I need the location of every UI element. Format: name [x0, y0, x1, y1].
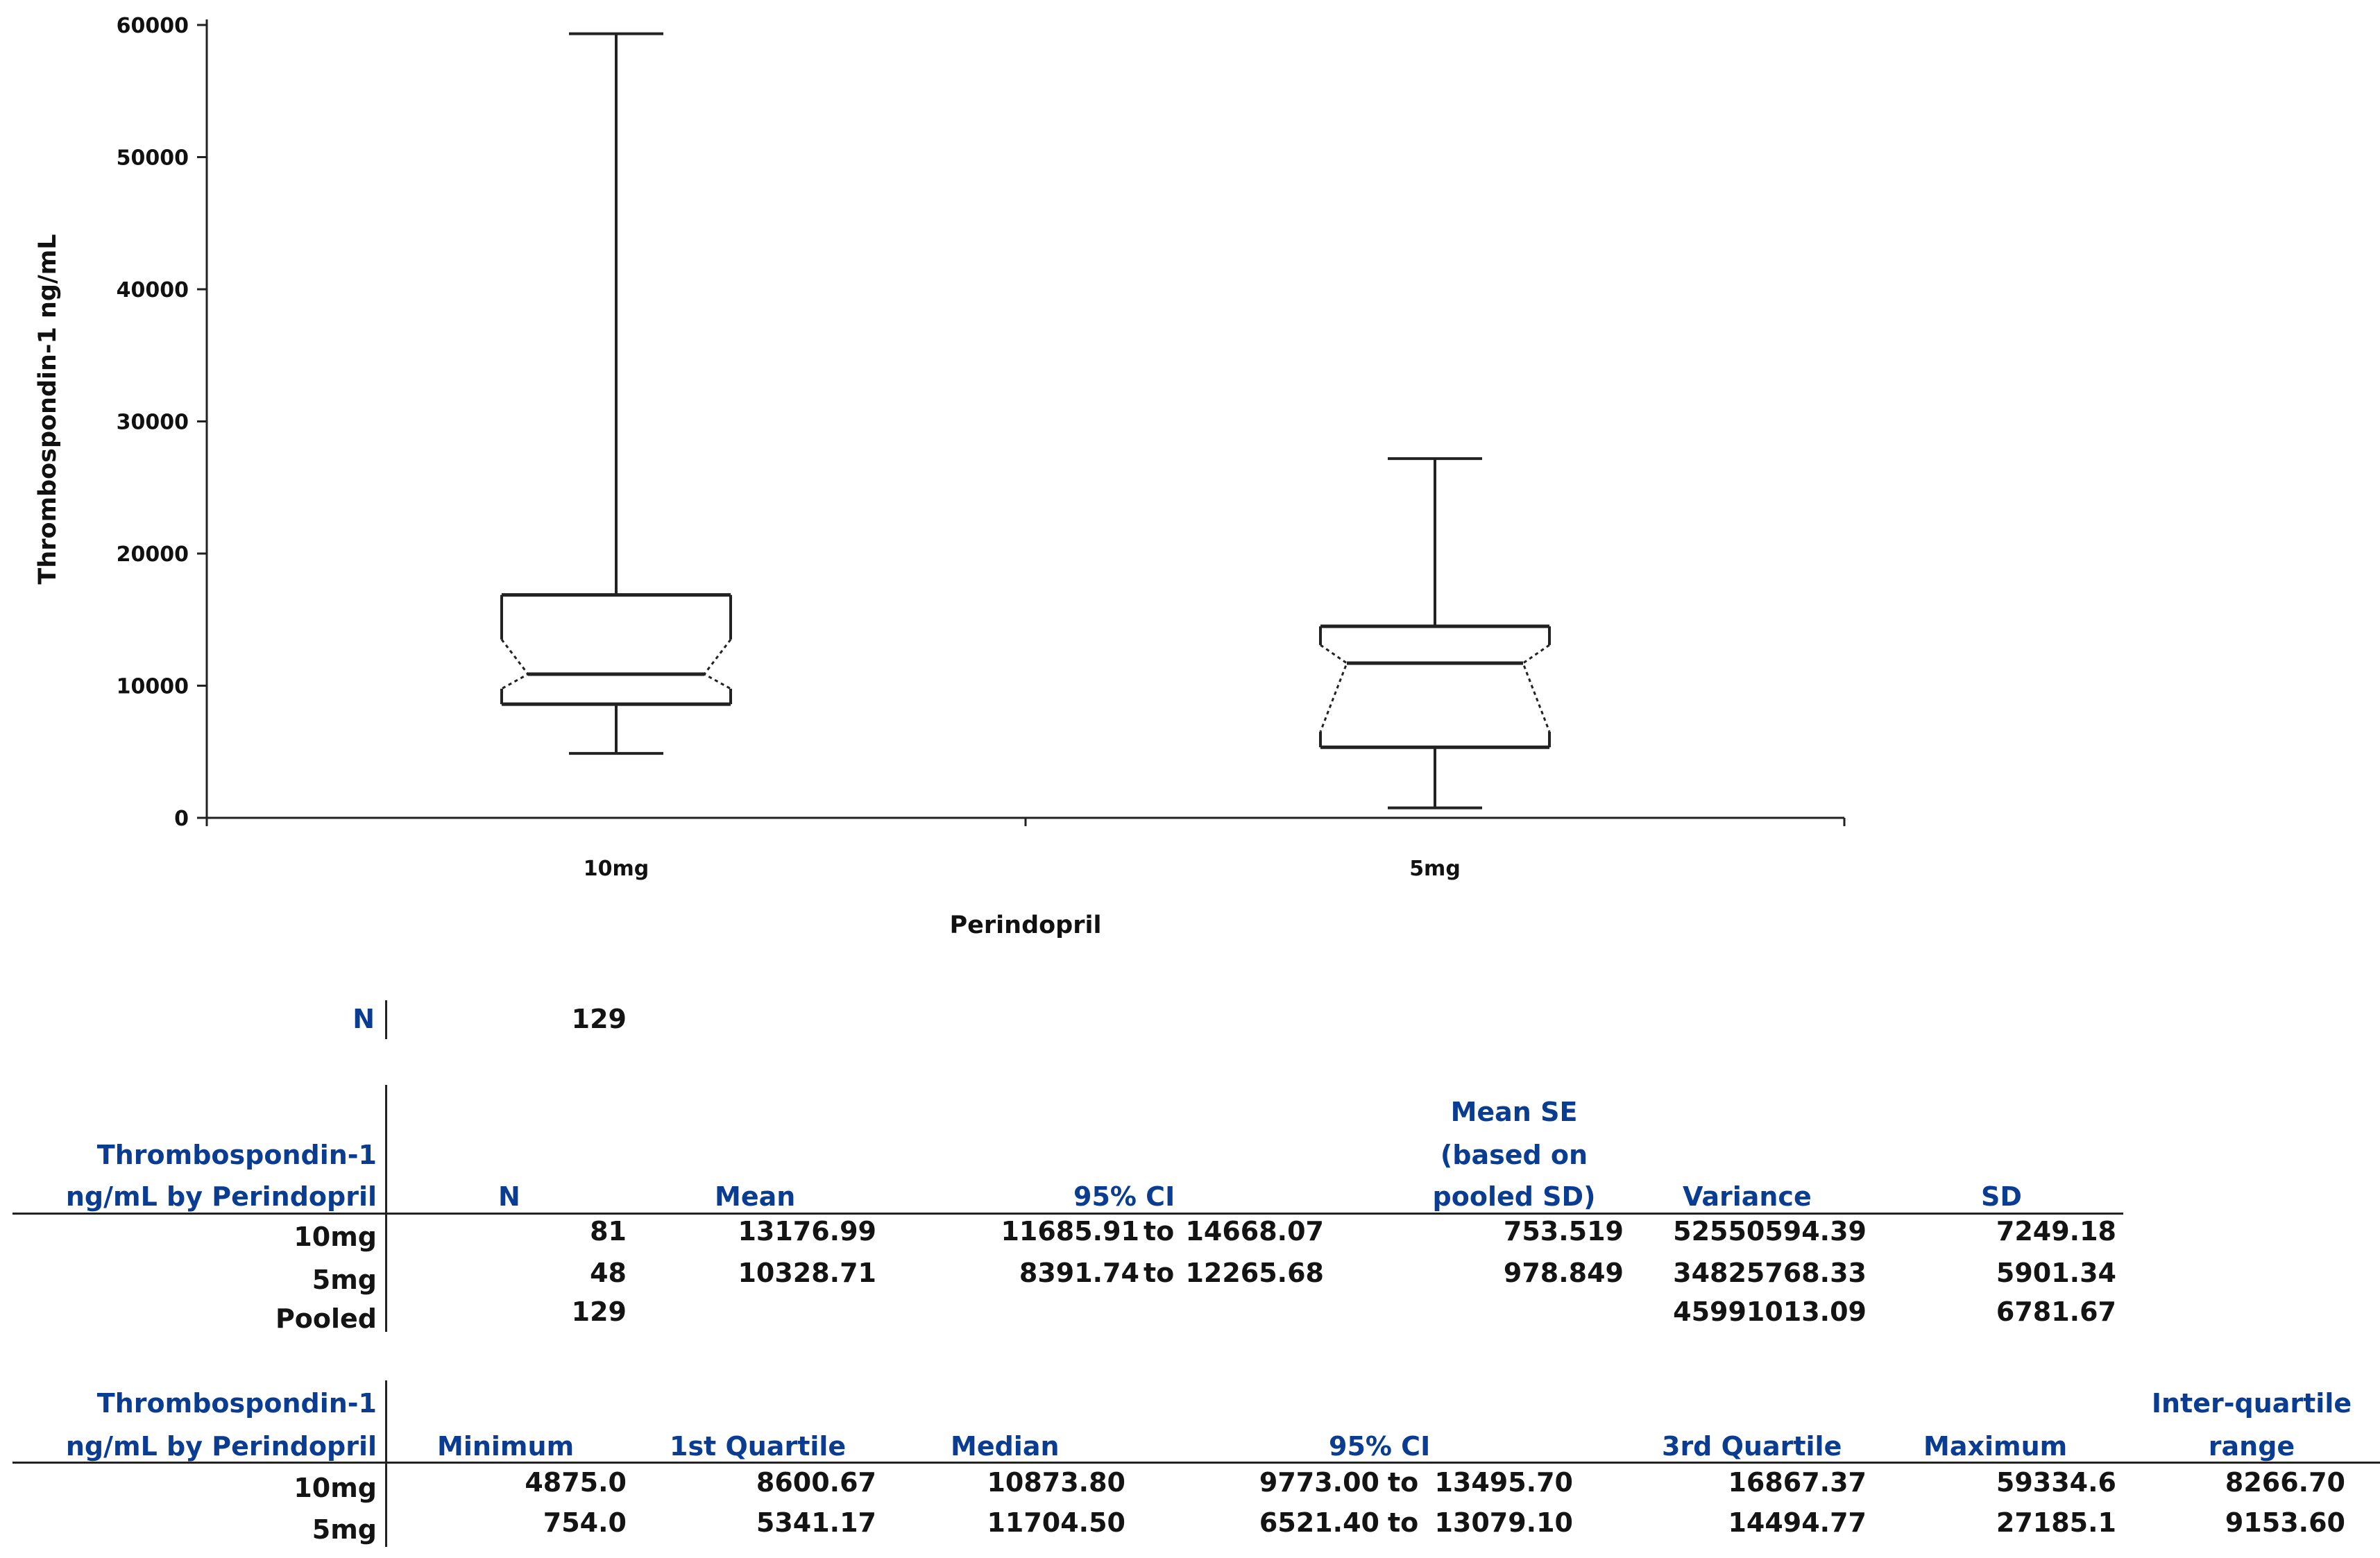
table2-header-ci: 95% CI [1329, 1431, 1431, 1462]
table1-row3-n: 129 [571, 1296, 627, 1327]
table1-label-line2: ng/mL by Perindopril [65, 1181, 377, 1212]
table2-row2-ci-to: to [1388, 1507, 1419, 1538]
table2-header-iqr-line2: range [2208, 1431, 2295, 1462]
table2-row1-ci-to: to [1388, 1467, 1419, 1498]
table1-header-ci: 95% CI [1073, 1181, 1175, 1212]
table2-label-line2: ng/mL by Perindopril [65, 1431, 377, 1462]
table2-header-q3: 3rd Quartile [1662, 1431, 1842, 1462]
table2-divider [385, 1380, 387, 1547]
n-label: N [352, 1004, 375, 1034]
right-notch [1522, 644, 1551, 733]
y-tick-label: 0 [174, 807, 189, 831]
table2-row2-max: 27185.1 [1996, 1507, 2116, 1538]
left-notch [500, 638, 530, 690]
table2-row2-q3: 14494.77 [1728, 1507, 1867, 1538]
x-tick-label: 10mg [584, 857, 649, 881]
boxes [500, 32, 1551, 810]
table1-label-line1: Thrombospondin-1 [96, 1140, 377, 1170]
table2-row1-iqr: 8266.70 [2225, 1467, 2345, 1498]
table2-header-iqr-line1: Inter-quartile [2151, 1388, 2352, 1419]
x-axis-label: Perindopril [950, 911, 1102, 939]
table2-row2-min: 754.0 [543, 1507, 627, 1538]
table2-row1-ci-lo: 9773.00 [1259, 1467, 1379, 1498]
table2-row1-q1: 8600.67 [756, 1467, 876, 1498]
table1-row1-ci-hi: 14668.07 [1185, 1216, 1324, 1247]
table2-header-max: Maximum [1923, 1431, 2068, 1462]
table1-row3-group: Pooled [275, 1303, 377, 1334]
table1-row2-ci-lo: 8391.74 [1019, 1258, 1139, 1288]
y-tick-label: 40000 [117, 278, 189, 302]
table1-header-rule [12, 1213, 2123, 1215]
table1-row2-group: 5mg [312, 1265, 377, 1295]
table2-row1-ci-hi: 13495.70 [1434, 1467, 1573, 1498]
table1-header-mean: Mean [715, 1181, 796, 1212]
table2-header-min: Minimum [437, 1431, 575, 1462]
table1-row1-variance: 52550594.39 [1673, 1216, 1867, 1247]
y-tick-label: 60000 [117, 14, 189, 38]
table1-header-se-line2: (based on [1440, 1140, 1588, 1170]
table1-row1-n: 81 [590, 1216, 627, 1247]
box-5mg [1319, 457, 1551, 810]
table2-row2-iqr: 9153.60 [2225, 1507, 2345, 1538]
table1-row2-variance: 34825768.33 [1673, 1258, 1867, 1288]
y-tick-label: 30000 [117, 411, 189, 435]
table1-row1-ci-lo: 11685.91 [1001, 1216, 1139, 1247]
table1-row1-mean: 13176.99 [738, 1216, 876, 1247]
table1-row1-group: 10mg [294, 1222, 377, 1252]
table2-header-q1: 1st Quartile [670, 1431, 847, 1462]
n-divider [385, 1000, 387, 1039]
y-tick-label: 10000 [117, 675, 189, 699]
y-axis: 0 10000 20000 30000 40000 50000 60000 [117, 14, 208, 831]
table1-header-se-line1: Mean SE [1450, 1097, 1578, 1127]
table2-row2-median: 11704.50 [987, 1507, 1125, 1538]
table1-row1-sd: 7249.18 [1996, 1216, 2116, 1247]
table1-row1-ci-to: to [1144, 1216, 1175, 1247]
table1-header-n: N [498, 1181, 520, 1212]
table2-row2-q1: 5341.17 [756, 1507, 876, 1538]
table1-header-sd: SD [1981, 1181, 2022, 1212]
table1-divider [385, 1085, 387, 1332]
table2-row1-q3: 16867.37 [1728, 1467, 1867, 1498]
table1-row2-sd: 5901.34 [1996, 1258, 2116, 1288]
table1-row2-ci-to: to [1144, 1258, 1175, 1288]
table1-row1-se: 753.519 [1503, 1216, 1624, 1247]
x-axis: 10mg 5mg [205, 816, 1846, 881]
table1-row2-mean: 10328.71 [738, 1258, 876, 1288]
table2-row2-group: 5mg [312, 1514, 377, 1545]
left-notch [1319, 644, 1348, 733]
table2-header-median: Median [951, 1431, 1060, 1462]
table2-header-rule [12, 1462, 2380, 1464]
n-value: 129 [571, 1004, 627, 1034]
table1-header-se-line3: pooled SD) [1432, 1181, 1596, 1212]
table1-row2-ci-hi: 12265.68 [1185, 1258, 1324, 1288]
y-axis-label: Thrombospondin-1 ng/mL [34, 234, 62, 584]
x-tick-label: 5mg [1409, 857, 1461, 881]
table2-label-line1: Thrombospondin-1 [96, 1388, 377, 1419]
table2-row1-min: 4875.0 [525, 1467, 627, 1498]
table2-row2-ci-lo: 6521.40 [1259, 1507, 1379, 1538]
table2-row2-ci-hi: 13079.10 [1434, 1507, 1573, 1538]
y-tick-label: 20000 [117, 542, 189, 567]
box-10mg [500, 32, 732, 755]
table1-row3-sd: 6781.67 [1996, 1296, 2116, 1327]
table1-row2-se: 978.849 [1503, 1258, 1624, 1288]
table1-row3-variance: 45991013.09 [1673, 1296, 1867, 1327]
table2-row1-group: 10mg [294, 1473, 377, 1503]
y-tick-label: 50000 [117, 146, 189, 171]
table2-row1-median: 10873.80 [987, 1467, 1125, 1498]
right-notch [702, 638, 732, 690]
table1-row2-n: 48 [590, 1258, 627, 1288]
table2-row1-max: 59334.6 [1996, 1467, 2116, 1498]
table1-header-variance: Variance [1683, 1181, 1812, 1212]
